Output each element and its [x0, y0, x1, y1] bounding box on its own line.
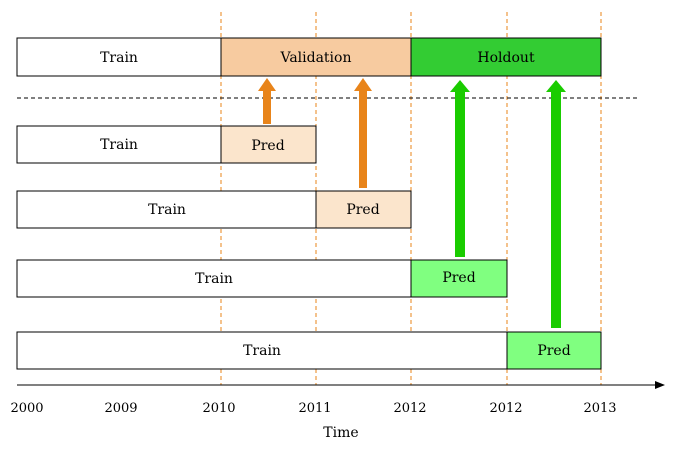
axis-label: Time	[323, 425, 358, 441]
tick-label: 2011	[298, 401, 331, 416]
fold-row-2: Train Pred	[16, 190, 412, 229]
fold-4-train-label: Train	[243, 343, 281, 359]
fold-4-train-box	[16, 331, 508, 370]
fold-1-pred-label: Pred	[251, 138, 284, 154]
fold-3-train-box	[16, 259, 412, 298]
tick-label: 2013	[583, 401, 616, 416]
validation-label: Validation	[280, 50, 352, 66]
validation-box	[220, 37, 412, 77]
tick-label: 2000	[10, 401, 43, 416]
fold-2-pred-label: Pred	[346, 202, 379, 218]
fold-3-pred-label: Pred	[442, 270, 475, 286]
fold-2-train-label: Train	[148, 202, 186, 218]
fold-1-train-box	[16, 125, 222, 164]
axis-ticks: 2000 2009 2010 2011 2012 2012 2013	[10, 401, 616, 416]
fold-2-train-box	[16, 190, 317, 229]
fold-3-train-label: Train	[195, 271, 233, 287]
top-row: Train Validation Holdout	[16, 37, 602, 77]
green-arrow-2	[546, 80, 566, 328]
fold-row-1: Train Pred	[16, 125, 317, 164]
orange-arrow-1	[258, 78, 276, 124]
green-arrow-1	[450, 80, 470, 257]
fold-4-pred-label: Pred	[537, 343, 570, 359]
tick-label: 2012	[489, 401, 522, 416]
fold-4-pred-box	[506, 331, 602, 370]
orange-arrow-2	[354, 78, 372, 188]
holdout-label: Holdout	[477, 50, 535, 66]
fold-2-pred-box	[315, 190, 412, 229]
top-train-label: Train	[100, 50, 138, 66]
fold-3-pred-box	[410, 259, 508, 298]
holdout-box	[410, 37, 602, 77]
tick-label: 2009	[104, 401, 137, 416]
tick-label: 2012	[393, 401, 426, 416]
fold-1-train-label: Train	[100, 137, 138, 153]
fold-row-4: Train Pred	[16, 331, 602, 370]
tick-label: 2010	[202, 401, 235, 416]
fold-row-3: Train Pred	[16, 259, 508, 298]
period-boundaries	[220, 12, 602, 385]
fold-1-pred-box	[220, 125, 317, 164]
